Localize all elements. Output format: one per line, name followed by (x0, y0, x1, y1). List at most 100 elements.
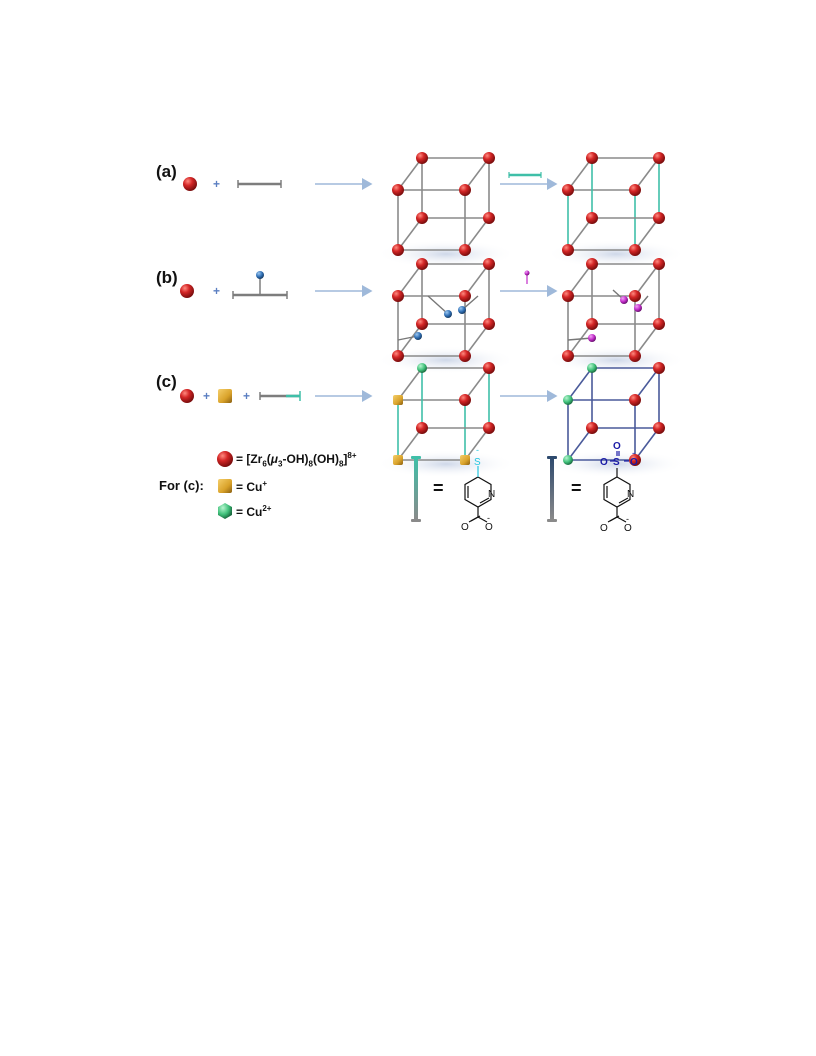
legend-for-c-label: For (c): (159, 478, 204, 493)
zr-cluster-node (629, 290, 641, 302)
sulfonate-nitrogen-label: N (627, 489, 634, 500)
framework-linker-edge (464, 157, 490, 191)
blue-pendant-sphere (414, 332, 422, 340)
zr-cluster-node (416, 422, 428, 434)
zr-cluster-node (629, 350, 641, 362)
cu-plus-node (460, 455, 470, 465)
framework-linker-edge (567, 367, 593, 401)
cu-2plus-node (563, 455, 573, 465)
cu-2plus-node (563, 395, 573, 405)
equals-sign-thiol: = (433, 478, 444, 498)
zr-cluster-node (629, 454, 641, 466)
zr-cluster-node (586, 318, 598, 330)
framework-linker-edge (397, 427, 423, 461)
magenta-pendant-sphere (634, 304, 642, 312)
framework-linker-edge (634, 157, 660, 191)
zr-cluster-node (653, 318, 665, 330)
row-b-components (180, 270, 558, 299)
pendant-arm (427, 295, 449, 315)
zr-cluster-node (459, 244, 471, 256)
framework-linker-edge (567, 263, 593, 297)
zr-cluster-node-icon (180, 284, 194, 298)
zr-cluster-node (483, 152, 495, 164)
cube-c-oxidized (546, 362, 686, 478)
cube-c-parent (376, 362, 516, 478)
zr-cluster-node-icon (180, 389, 194, 403)
framework-linker-edge (567, 323, 593, 357)
sulfonate-pyridine-structure (603, 451, 631, 523)
framework-linker-edge (567, 157, 593, 191)
zr-cluster-node (653, 362, 665, 374)
zr-cluster-node (562, 290, 574, 302)
zr-cluster-node (629, 184, 641, 196)
framework-linker-edge (634, 217, 660, 251)
legend-zr-cluster-icon (217, 451, 233, 467)
magenta-pendant-sphere (588, 334, 596, 342)
thiol-sulfur-label: S (474, 457, 481, 468)
zr-cluster-node (629, 394, 641, 406)
framework-linker-edge (464, 367, 490, 401)
zr-cluster-node (653, 212, 665, 224)
legend-cu-plus-icon (218, 479, 232, 493)
zr-cluster-node (586, 212, 598, 224)
thiol-nitrogen-label: N (488, 489, 495, 500)
zr-cluster-node (416, 258, 428, 270)
blue-pendant-sphere (444, 310, 452, 318)
sulfonate-oxygen-label: O (600, 523, 608, 534)
zr-cluster-node (653, 422, 665, 434)
zr-cluster-node (416, 152, 428, 164)
thiol-oxygen-minus-label: O (485, 522, 493, 533)
zr-cluster-node (459, 350, 471, 362)
framework-linker-edge (464, 217, 490, 251)
legend-zr-cluster-label: = [Zr6(μ3-OH)8(OH)8]8+ (236, 451, 357, 469)
framework-linker-edge (567, 217, 593, 251)
legend-cu-plus-label: = Cu+ (236, 479, 268, 494)
magenta-pendant-sphere (620, 296, 628, 304)
cube-a-exchanged (546, 152, 686, 268)
sulfonate-sulfur-label: S (613, 457, 620, 468)
zr-cluster-node (459, 290, 471, 302)
zr-cluster-node (483, 362, 495, 374)
zr-cluster-node (586, 422, 598, 434)
cu-2plus-node (417, 363, 427, 373)
blue-pendant-sphere (458, 306, 466, 314)
zr-cluster-node (629, 244, 641, 256)
row-a-components (183, 172, 558, 191)
cu-2plus-node (587, 363, 597, 373)
zr-cluster-node (586, 152, 598, 164)
cube-b-parent (376, 258, 516, 374)
framework-linker-edge (397, 157, 423, 191)
framework-linker-edge (634, 263, 660, 297)
framework-linker-edge (397, 323, 423, 357)
thiol-pyridine-structure (464, 466, 492, 523)
plus-sign: + (243, 389, 251, 403)
sulfonate-o-left-label: O (600, 457, 608, 468)
zr-cluster-node (562, 184, 574, 196)
framework-linker-edge (397, 217, 423, 251)
sulfonate-o-top-label: O (613, 441, 621, 452)
cube-b-exchanged (546, 258, 686, 374)
zr-cluster-node (392, 244, 404, 256)
zr-cluster-node (586, 258, 598, 270)
framework-linker-edge (634, 323, 660, 357)
zr-cluster-node (653, 152, 665, 164)
sulfonate-carboxylate-minus: - (626, 514, 629, 524)
cu-plus-node (393, 455, 403, 465)
framework-linker-edge (464, 323, 490, 357)
pendant-arm (567, 337, 593, 341)
blue-pendant-icon (256, 271, 264, 279)
framework-linker-edge (634, 427, 660, 461)
zr-cluster-node (483, 422, 495, 434)
zr-cluster-node (483, 212, 495, 224)
zr-cluster-node (416, 318, 428, 330)
framework-linker-edge (464, 263, 490, 297)
zr-cluster-node (483, 258, 495, 270)
framework-linker-edge (397, 263, 423, 297)
framework-linker-edge (567, 427, 593, 461)
thiol-minus-sign: - (476, 445, 479, 455)
legend-sulfonate-linker-rod-icon (547, 456, 557, 522)
zr-cluster-node (653, 258, 665, 270)
legend-icons (217, 451, 233, 519)
zr-cluster-node (562, 350, 574, 362)
